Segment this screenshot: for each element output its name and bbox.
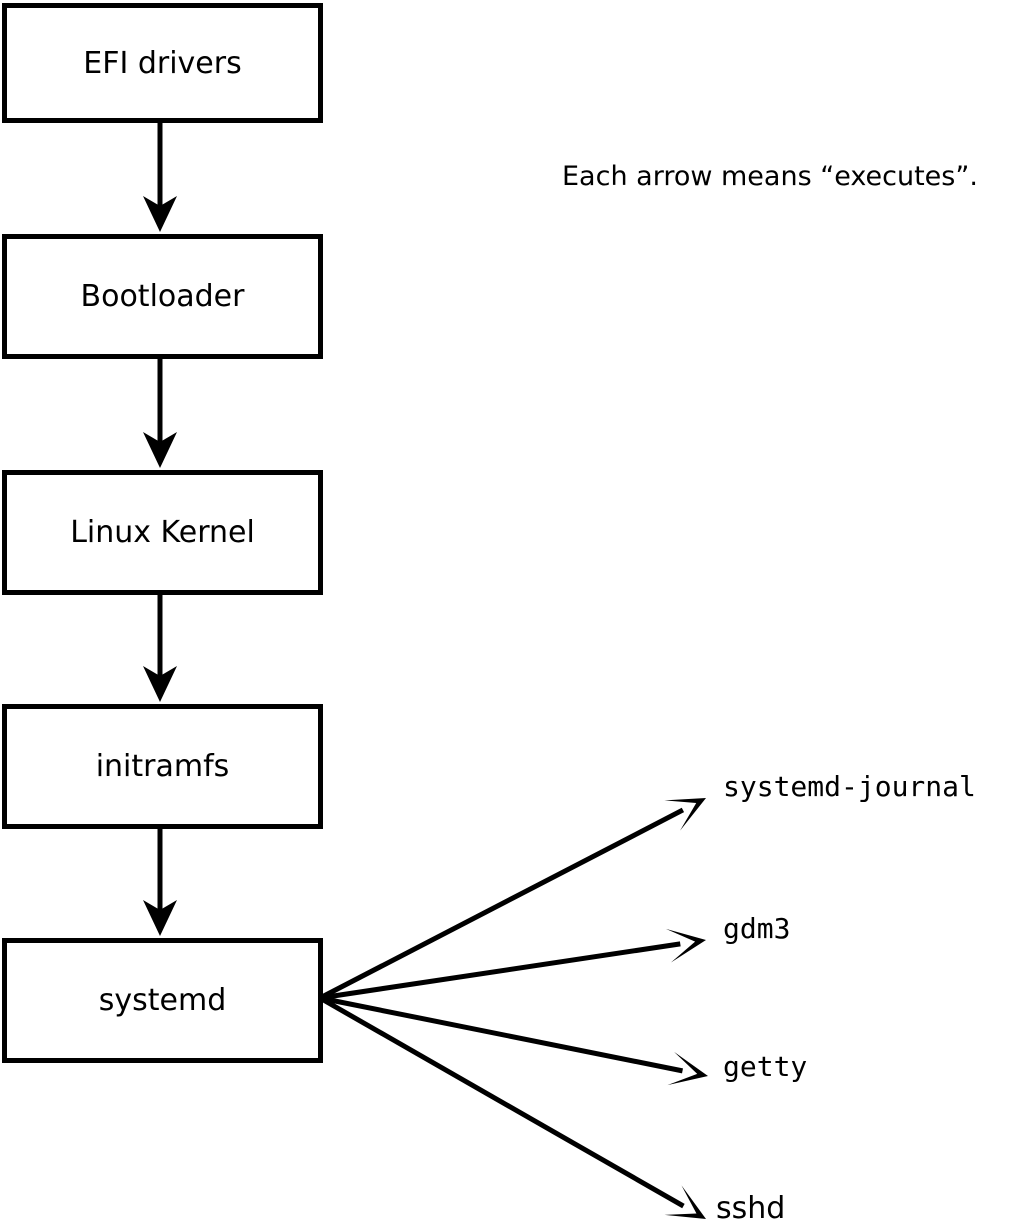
fan-head-getty xyxy=(667,1051,708,1086)
box-systemd[interactable] xyxy=(2,938,323,1063)
fan-arrow-sshd xyxy=(318,995,706,1219)
fan-shaft-systemd-journal xyxy=(318,807,685,1001)
box-bootloader[interactable] xyxy=(2,234,323,359)
service-label-systemd-journal[interactable]: systemd-journal xyxy=(723,770,976,803)
arrow-bootloader-to-kernel xyxy=(143,354,177,468)
arrow-head-bootloader-to-kernel xyxy=(143,432,177,468)
service-fan-arrows xyxy=(318,798,708,1219)
box-label-bootloader: Bootloader xyxy=(80,279,245,314)
arrow-head-kernel-to-initramfs xyxy=(143,666,177,702)
caption-holder: Each arrow means “executes”. xyxy=(562,163,978,190)
box-label-efi-drivers: EFI drivers xyxy=(83,45,242,81)
fan-arrow-systemd-journal xyxy=(318,798,706,1001)
arrow-head-efi-to-bootloader xyxy=(143,196,177,232)
service-label-gdm3[interactable]: gdm3 xyxy=(723,912,791,945)
arrow-kernel-to-initramfs xyxy=(143,590,177,702)
box-label-systemd: systemd xyxy=(98,983,227,1018)
caption-text: Each arrow means “executes”. xyxy=(562,161,978,192)
fan-shaft-sshd xyxy=(318,995,685,1209)
boot-chain-boxes xyxy=(2,3,323,1063)
fan-head-sshd xyxy=(664,1185,706,1219)
service-label-sshd[interactable]: sshd xyxy=(716,1191,786,1226)
fan-arrow-getty xyxy=(319,995,708,1086)
arrow-efi-to-bootloader xyxy=(143,118,177,232)
box-label-linux-kernel: Linux Kernel xyxy=(70,515,255,550)
fan-arrow-gdm3 xyxy=(319,928,706,1001)
fan-shaft-gdm3 xyxy=(319,941,681,1001)
service-label-getty[interactable]: getty xyxy=(723,1050,808,1083)
box-initramfs[interactable] xyxy=(2,704,323,829)
box-efi-drivers[interactable] xyxy=(2,3,323,123)
box-label-initramfs: initramfs xyxy=(95,749,230,784)
arrow-initramfs-to-systemd xyxy=(143,824,177,936)
arrow-head-initramfs-to-systemd xyxy=(143,900,177,936)
fan-head-gdm3 xyxy=(665,928,706,963)
fan-shaft-getty xyxy=(319,995,684,1074)
fan-head-systemd-journal xyxy=(664,798,706,831)
vertical-arrows xyxy=(143,118,177,936)
